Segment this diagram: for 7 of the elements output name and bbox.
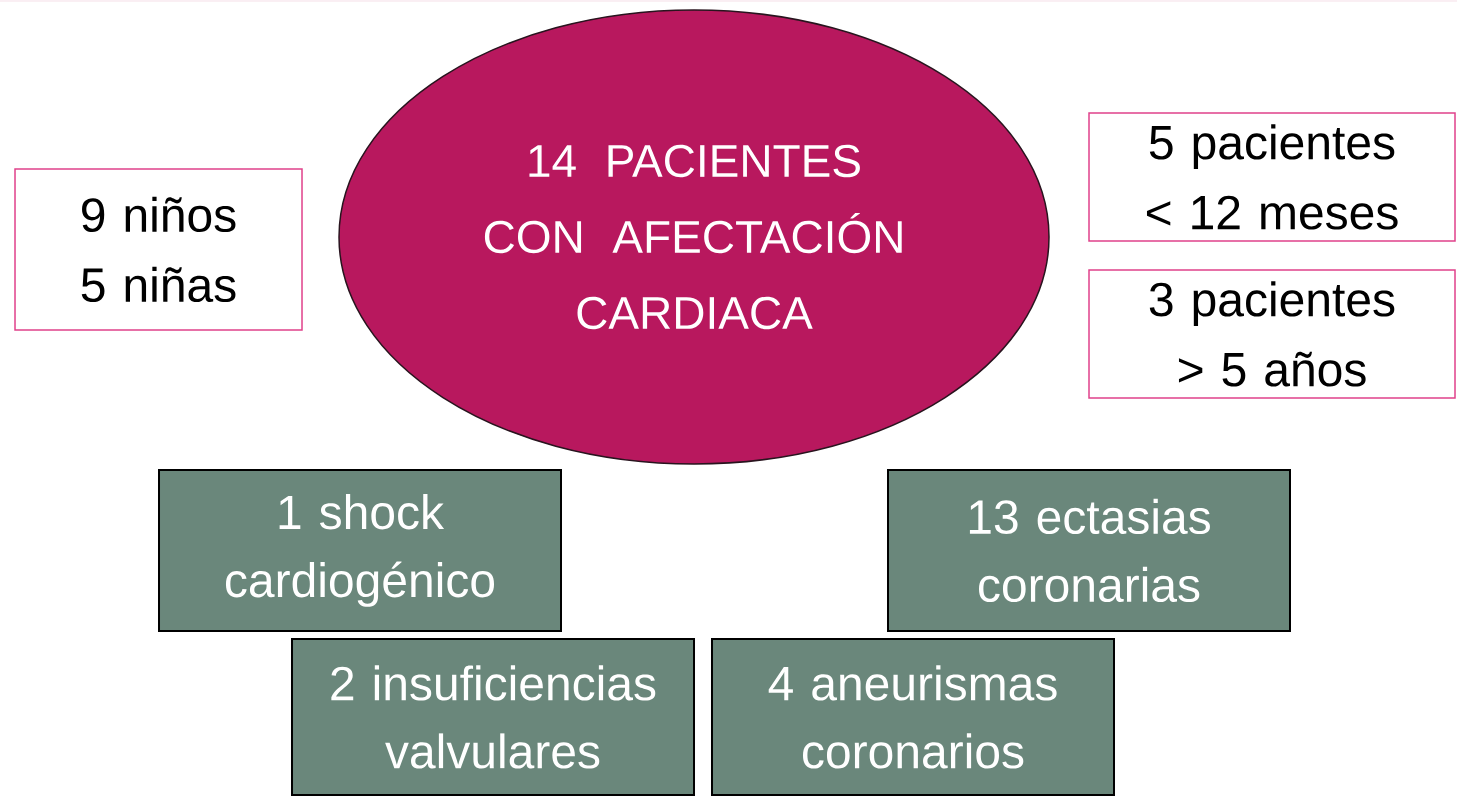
finding-box: 13 ectasias coronarias [887, 469, 1291, 632]
info-box: 5 pacientes < 12 meses [1088, 112, 1456, 242]
finding-box: 1 shock cardiogénico [158, 469, 562, 632]
finding-box: 4 aneurismas coronarios [711, 638, 1115, 796]
finding-box: 2 insuficiencias valvulares [291, 638, 695, 796]
info-box: 9 niños 5 niñas [14, 168, 303, 331]
info-box: 3 pacientes > 5 años [1088, 269, 1456, 399]
